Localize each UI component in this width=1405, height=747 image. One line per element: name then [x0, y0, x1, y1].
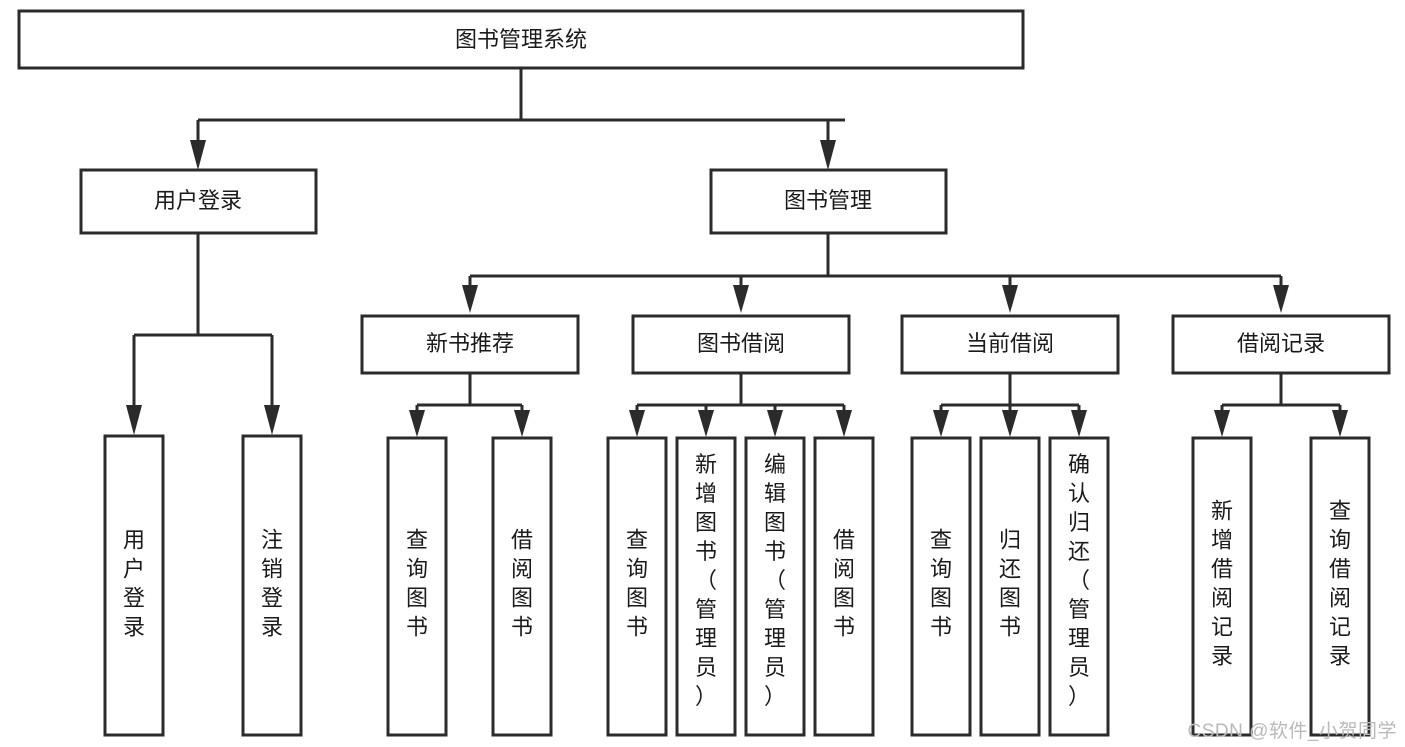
leaf-user-login-1-label: 注销登录 [261, 527, 283, 639]
leaf-book-borrow-3-box[interactable] [813, 436, 875, 737]
leaf-node[interactable]: 查询图书 [910, 436, 972, 737]
node-book-borrow[interactable]: 图书借阅 [631, 314, 851, 375]
leaf-borrow-record-1-box[interactable] [1309, 436, 1371, 737]
leaf-user-login-1-box[interactable] [241, 434, 303, 737]
node-current-borrow-label: 当前借阅 [966, 331, 1054, 356]
connector-book-borrow-to-leaves [629, 373, 852, 437]
leaf-node[interactable]: 查询图书 [386, 436, 448, 737]
arrow-to-level3-1 [733, 285, 749, 313]
arrow-to-leaf-borrow-record-0 [1214, 410, 1230, 437]
arrow-to-level3-2 [1002, 285, 1018, 313]
arrow-to-leaf-current-borrow-1 [1002, 410, 1018, 437]
leaf-node[interactable]: 编辑图书（管理员） [744, 436, 806, 737]
arrow-to-leaf-new-book-1 [514, 410, 530, 437]
leaf-node[interactable]: 查询图书 [606, 436, 668, 737]
leaf-user-login-0-box[interactable] [103, 434, 165, 737]
arrow-to-leaf-book-borrow-3 [836, 410, 852, 437]
arrow-to-leaf-borrow-record-1 [1332, 410, 1348, 437]
leaf-node[interactable]: 借阅图书 [813, 436, 875, 737]
connector-borrow-record-to-leaves [1214, 373, 1348, 437]
arrow-to-book-manage [820, 140, 836, 170]
node-current-borrow[interactable]: 当前借阅 [900, 314, 1120, 375]
arrow-to-user-login [190, 140, 206, 170]
leaf-current-borrow-1-box[interactable] [979, 436, 1041, 737]
leaf-node[interactable]: 确认归还（管理员） [1048, 436, 1110, 737]
arrow-to-leaf-book-borrow-0 [629, 410, 645, 437]
leaf-new-book-1-box[interactable] [491, 436, 553, 737]
leaf-current-borrow-0-label: 查询图书 [930, 527, 952, 639]
connector-user-login-to-leaves [126, 233, 280, 435]
leaf-current-borrow-2-label: 确认归还（管理员） [1068, 452, 1090, 709]
node-root-label: 图书管理系统 [455, 27, 587, 52]
node-user-login-box[interactable] [79, 168, 318, 235]
leaf-book-borrow-2-label: 编辑图书（管理员） [764, 452, 786, 709]
node-new-book-label: 新书推荐 [426, 331, 514, 356]
arrow-to-leaf-current-borrow-0 [933, 410, 949, 437]
node-book-borrow-box[interactable] [631, 314, 851, 375]
leaf-book-borrow-0-box[interactable] [606, 436, 668, 737]
leaf-node[interactable]: 注销登录 [241, 434, 303, 737]
arrow-to-leaf-new-book-0 [409, 410, 425, 437]
connector-book-manage-to-level3 [462, 233, 1289, 313]
connector-root-to-level2 [190, 68, 845, 170]
node-current-borrow-box[interactable] [900, 314, 1120, 375]
leaf-borrow-record-1-label: 查询借阅记录 [1329, 498, 1351, 668]
arrow-to-leaf-book-borrow-2 [767, 410, 783, 437]
leaf-node[interactable]: 归还图书 [979, 436, 1041, 737]
leaf-user-login-0-label: 用户登录 [123, 527, 145, 639]
leaf-book-borrow-1-box[interactable] [675, 436, 737, 737]
node-book-borrow-label: 图书借阅 [697, 331, 785, 356]
node-book-manage-box[interactable] [709, 168, 948, 235]
arrow-to-leaf-user-login-1 [264, 405, 280, 435]
leaf-current-borrow-1-label: 归还图书 [999, 527, 1021, 639]
connector-current-borrow-to-leaves [933, 373, 1087, 437]
node-borrow-record[interactable]: 借阅记录 [1171, 314, 1391, 375]
leaf-borrow-record-0-box[interactable] [1191, 436, 1253, 737]
node-root[interactable]: 图书管理系统 [17, 9, 1025, 70]
leaf-node[interactable]: 新增图书（管理员） [675, 436, 737, 737]
arrow-to-level3-3 [1273, 285, 1289, 313]
leaf-new-book-0-box[interactable] [386, 436, 448, 737]
arrow-to-level3-0 [462, 285, 478, 313]
connector-new-book-to-leaves [409, 373, 530, 437]
leaf-book-borrow-0-label: 查询图书 [626, 527, 648, 639]
leaf-book-borrow-2-box[interactable] [744, 436, 806, 737]
node-root-box[interactable] [17, 9, 1025, 70]
leaf-new-book-0-label: 查询图书 [406, 527, 428, 639]
leaf-node[interactable]: 借阅图书 [491, 436, 553, 737]
node-user-login[interactable]: 用户登录 [79, 168, 318, 235]
node-borrow-record-label: 借阅记录 [1237, 331, 1325, 356]
node-book-manage[interactable]: 图书管理 [709, 168, 948, 235]
leaf-current-borrow-0-box[interactable] [910, 436, 972, 737]
node-new-book-box[interactable] [360, 314, 580, 375]
leaf-node[interactable]: 新增借阅记录 [1191, 436, 1253, 737]
node-book-manage-label: 图书管理 [784, 188, 872, 213]
node-user-login-label: 用户登录 [154, 188, 242, 213]
arrow-to-leaf-book-borrow-1 [698, 410, 714, 437]
node-new-book[interactable]: 新书推荐 [360, 314, 580, 375]
leaf-book-borrow-1-label: 新增图书（管理员） [695, 452, 717, 709]
arrow-to-leaf-current-borrow-2 [1071, 410, 1087, 437]
leaf-node[interactable]: 查询借阅记录 [1309, 436, 1371, 737]
leaf-current-borrow-2-box[interactable] [1048, 436, 1110, 737]
leaf-new-book-1-label: 借阅图书 [511, 527, 533, 639]
leaf-book-borrow-3-label: 借阅图书 [833, 527, 855, 639]
node-borrow-record-box[interactable] [1171, 314, 1391, 375]
leaf-borrow-record-0-label: 新增借阅记录 [1211, 498, 1233, 668]
leaf-node[interactable]: 用户登录 [103, 434, 165, 737]
arrow-to-leaf-user-login-0 [126, 405, 142, 435]
